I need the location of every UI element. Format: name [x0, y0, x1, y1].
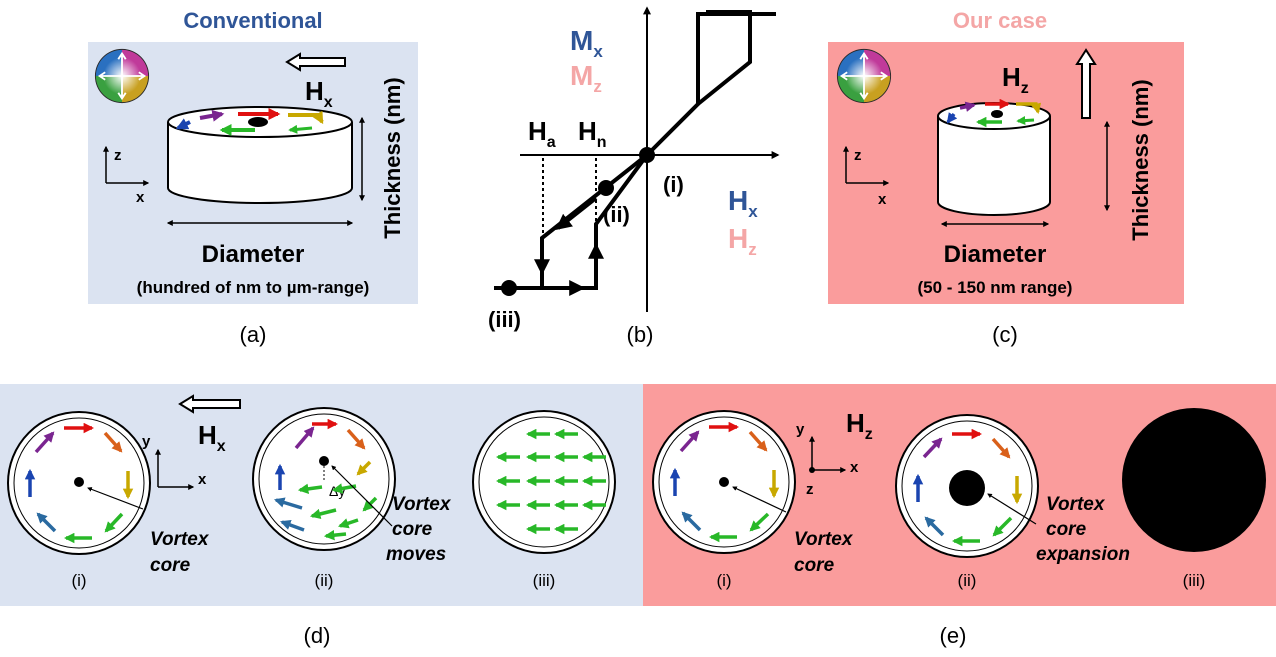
- axis-y-label: y: [796, 421, 805, 438]
- field-arrow-icon: [178, 394, 241, 414]
- field-label: Hz: [846, 408, 873, 443]
- disk-d-ii: Δy: [252, 407, 396, 551]
- field-label: Hx: [198, 420, 226, 455]
- axis-z-label: z: [854, 147, 862, 164]
- axis-z-label: z: [114, 147, 122, 164]
- coordinate-axes-icon: y x z: [796, 421, 859, 498]
- disk-d-i: [7, 411, 151, 555]
- range-label: (50 - 150 nm range): [918, 278, 1073, 297]
- label-hn: Hn: [578, 116, 607, 151]
- sub-label-e-ii: (ii): [958, 571, 977, 590]
- label-ha: Ha: [528, 116, 556, 151]
- axis-z-label: z: [806, 481, 814, 498]
- panel-c: Our case Hz Thickness (nm) Diameter (50 …: [828, 8, 1184, 347]
- label-hz: Hz: [728, 223, 757, 259]
- diameter-label: Diameter: [944, 241, 1047, 268]
- hysteresis-curve: [494, 10, 776, 296]
- color-wheel-icon: [836, 48, 892, 104]
- disk-e-iii: [1122, 408, 1266, 552]
- sub-label-d-ii: (ii): [315, 571, 334, 590]
- range-label: (hundred of nm to µm-range): [137, 278, 370, 297]
- field-label: Hx: [305, 76, 333, 111]
- caption-c: (c): [992, 322, 1018, 347]
- state-ii-label: (ii): [603, 202, 630, 227]
- label-mz: Mz: [570, 60, 602, 96]
- caption-d: (d): [304, 623, 331, 648]
- state-point-i: [639, 147, 655, 163]
- state-iii-label: (iii): [488, 307, 521, 332]
- thickness-label: Thickness (nm): [380, 77, 405, 238]
- sub-label-d-i: (i): [71, 571, 86, 590]
- disk-e-ii: [895, 414, 1039, 558]
- axis-x-label: x: [198, 471, 207, 488]
- panel-c-title: Our case: [953, 8, 1047, 33]
- caption-e: (e): [940, 623, 967, 648]
- disk-d-iii: [472, 410, 616, 554]
- state-point-ii: [598, 180, 614, 196]
- disk-cylinder: [167, 106, 353, 204]
- field-arrow-icon: [285, 52, 346, 72]
- coordinate-axes-icon: z x: [103, 145, 150, 206]
- panel-b: Mx Mz Hx Hz Ha Hn (i) (ii) (iii) (b): [488, 6, 780, 347]
- axis-x-label: x: [136, 189, 145, 206]
- caption-a: (a): [240, 322, 267, 347]
- disk-e-i: [652, 410, 796, 554]
- axis-x-label: x: [878, 191, 887, 208]
- coordinate-axes-icon: y x: [142, 433, 207, 490]
- sub-label-e-i: (i): [716, 571, 731, 590]
- label-hx: Hx: [728, 185, 758, 221]
- axis-y-label: y: [142, 433, 151, 450]
- panel-a-title: Conventional: [183, 8, 322, 33]
- axis-x-label: x: [850, 459, 859, 476]
- caption-b: (b): [627, 322, 654, 347]
- label-mx: Mx: [570, 25, 603, 61]
- thickness-label: Thickness (nm): [1128, 79, 1153, 240]
- sub-label-d-iii: (iii): [533, 571, 556, 590]
- coordinate-axes-icon: z x: [843, 145, 890, 208]
- sub-label-e-iii: (iii): [1183, 571, 1206, 590]
- state-i-label: (i): [663, 172, 684, 197]
- panel-a: Conventional Hx Thickness (nm) Diameter …: [88, 8, 418, 347]
- color-wheel-icon: [94, 48, 150, 104]
- field-label: Hz: [1002, 62, 1029, 97]
- disk-cylinder: [937, 98, 1051, 216]
- state-point-iii: [501, 280, 517, 296]
- field-arrow-icon: [1075, 48, 1097, 119]
- diameter-label: Diameter: [202, 241, 305, 268]
